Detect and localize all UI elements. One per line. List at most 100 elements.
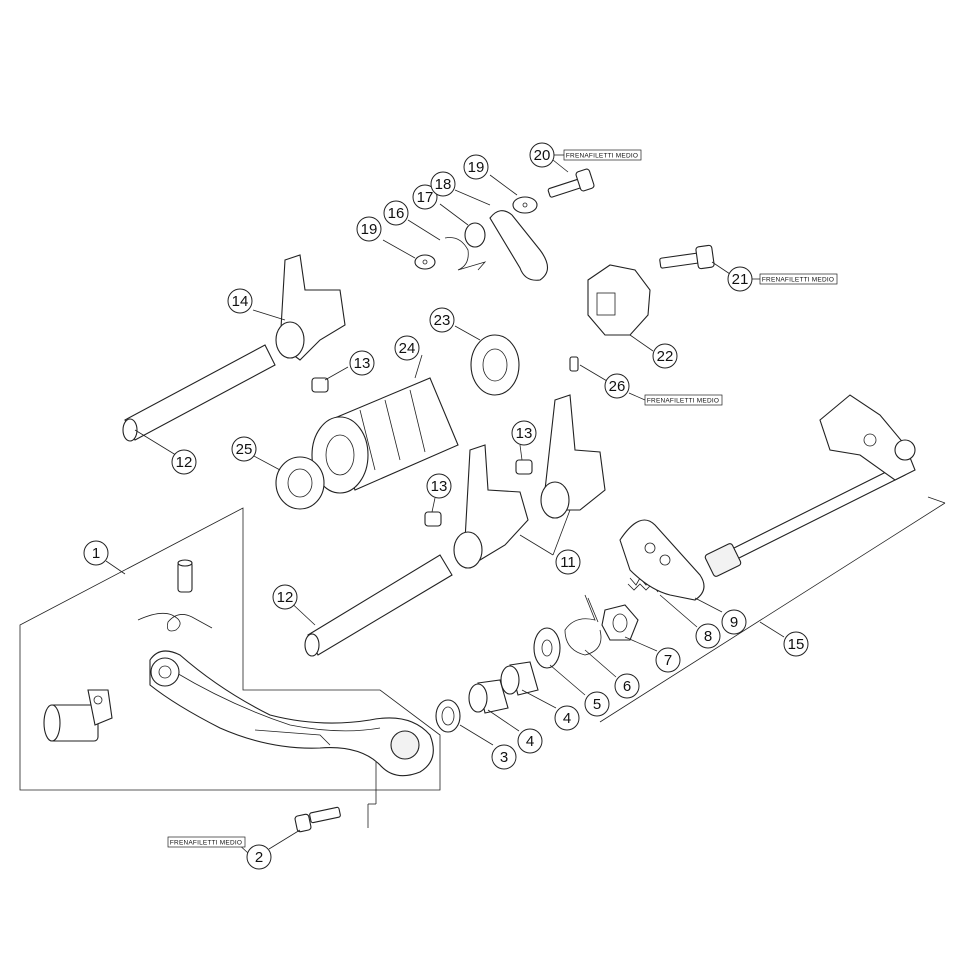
note-tag-2: FRENAFILETTI MEDIO (167, 836, 246, 848)
lever-18 (489, 210, 549, 281)
callout-15-label: 15 (788, 636, 805, 653)
callout-7: 7 (655, 647, 681, 673)
callout-15: 15 (783, 631, 809, 657)
note-tag-2-text: FRENAFILETTI MEDIO (170, 840, 242, 847)
callout-25-label: 25 (236, 441, 253, 458)
callout-12a-label: 12 (176, 454, 193, 471)
shift-drum-24 (311, 377, 459, 494)
callout-22: 22 (652, 343, 678, 369)
pedal-tip-rubber (43, 689, 113, 742)
callout-16-label: 16 (388, 205, 405, 222)
callout-26-label: 26 (609, 378, 626, 395)
fork-11-left (453, 444, 529, 569)
callout-3: 3 (491, 744, 517, 770)
pivot-pin (177, 559, 193, 593)
shift-pedal (149, 650, 434, 777)
return-spring-small (137, 612, 213, 632)
callout-13a-label: 13 (354, 355, 371, 372)
note-tag-21-text: FRENAFILETTI MEDIO (762, 277, 834, 284)
callout-13c-label: 13 (431, 478, 448, 495)
callout-5: 5 (584, 691, 610, 717)
shift-shaft (704, 394, 916, 577)
note-tag-21: FRENAFILETTI MEDIO (759, 273, 838, 285)
callout-4a: 4 (517, 728, 543, 754)
callout-26: 26 (604, 373, 630, 399)
callout-7-label: 7 (664, 652, 672, 669)
washer-19-left (414, 254, 436, 270)
bush-4b (500, 661, 539, 696)
callout-23-label: 23 (434, 312, 451, 329)
group-outline-pedal (19, 507, 441, 791)
callout-14: 14 (227, 288, 253, 314)
callout-19b: 19 (463, 154, 489, 180)
washer-19-right (512, 196, 538, 214)
selector-plate-9 (619, 519, 705, 601)
callout-23: 23 (429, 307, 455, 333)
callout-20-label: 20 (534, 147, 551, 164)
pedal-bolt (294, 806, 341, 833)
callout-4b-label: 4 (563, 710, 571, 727)
callout-12b: 12 (272, 584, 298, 610)
callout-17: 17 (412, 184, 438, 210)
callout-4a-label: 4 (526, 733, 534, 750)
bush-17 (464, 222, 486, 248)
bearing-25 (275, 456, 325, 510)
callout-24: 24 (394, 335, 420, 361)
leader-lines (105, 154, 785, 854)
group-outline-shift-shaft (599, 496, 946, 723)
note-tag-26-text: FRENAFILETTI MEDIO (647, 398, 719, 405)
callout-2: 2 (246, 844, 272, 870)
callout-1-label: 1 (92, 545, 100, 562)
nut-7 (601, 604, 639, 641)
note-tag-26: FRENAFILETTI MEDIO (644, 394, 723, 406)
callout-13a: 13 (349, 350, 375, 376)
spring-16 (444, 237, 487, 271)
bush-3 (435, 699, 461, 733)
callout-11-label: 11 (560, 554, 576, 571)
callout-18: 18 (430, 171, 456, 197)
callout-6-label: 6 (623, 678, 631, 695)
callout-3-label: 3 (500, 749, 508, 766)
callout-19a: 19 (356, 216, 382, 242)
note-tag-20-text: FRENAFILETTI MEDIO (566, 153, 638, 160)
callout-21-label: 21 (732, 271, 749, 288)
callout-12a: 12 (171, 449, 197, 475)
callout-22-label: 22 (657, 348, 674, 365)
fork-11-right (540, 394, 606, 519)
callout-17-label: 17 (417, 189, 434, 206)
callout-19b-label: 19 (468, 159, 485, 176)
callout-4b: 4 (554, 705, 580, 731)
callout-18-label: 18 (435, 176, 452, 193)
callout-9-label: 9 (730, 614, 738, 631)
bush-4a (468, 679, 509, 714)
callout-19a-label: 19 (361, 221, 378, 238)
rod-12-bottom (304, 554, 453, 657)
roller-13-b (515, 459, 533, 475)
note-tag-20: FRENAFILETTI MEDIO (563, 149, 642, 161)
callout-2-label: 2 (255, 849, 263, 866)
bolt-20 (547, 168, 595, 198)
callout-5-label: 5 (593, 696, 601, 713)
bearing-23 (470, 334, 520, 396)
fork-14 (275, 254, 346, 361)
callout-13c: 13 (426, 473, 452, 499)
roller-13-c (424, 511, 442, 527)
callout-21: 21 (727, 266, 753, 292)
callout-6: 6 (614, 673, 640, 699)
callout-9: 9 (721, 609, 747, 635)
roller-13-a (311, 377, 329, 393)
callout-24-label: 24 (399, 340, 416, 357)
callout-25: 25 (231, 436, 257, 462)
rod-12-top (122, 344, 276, 442)
callout-13b-label: 13 (516, 425, 533, 442)
callout-11: 11 (555, 549, 581, 575)
bolt-21 (659, 244, 715, 270)
cam-22 (587, 264, 651, 336)
torsion-spring-6 (564, 594, 602, 656)
callout-1: 1 (83, 540, 109, 566)
washer-5 (533, 627, 561, 669)
callout-20: 20 (529, 142, 555, 168)
callout-8-label: 8 (704, 628, 712, 645)
callout-14-label: 14 (232, 293, 249, 310)
